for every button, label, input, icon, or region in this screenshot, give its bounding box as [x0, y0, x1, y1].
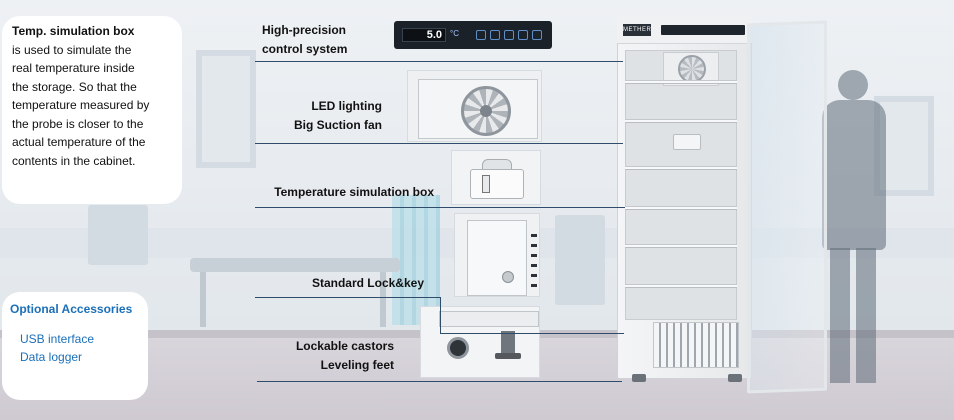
background-bed-leg [380, 272, 386, 327]
accessory-item: Data logger [20, 350, 83, 364]
brand-logo: METHER [623, 24, 651, 36]
refrigerator-chamber [625, 50, 737, 320]
leader-line [255, 61, 623, 62]
doctor-silhouette-head [838, 70, 868, 100]
refrigerator-shelf [625, 119, 737, 123]
accessory-item: USB interface [20, 332, 95, 346]
leveling-foot-icon [501, 331, 515, 355]
card-body-line: the probe is closer to the [12, 116, 144, 131]
refrigerator-shelf [625, 206, 737, 210]
fan-photo [407, 70, 542, 142]
hinge-slots [531, 234, 537, 294]
feature-label-lock: Standard Lock&key [311, 276, 424, 290]
card-body-line: is used to simulate the [12, 42, 132, 57]
doctor-silhouette-leg [830, 248, 850, 383]
card-title: Temp. simulation box [12, 24, 135, 38]
feature-label-fan: LED lighting Big Suction fan [294, 99, 382, 132]
probe-slot [482, 175, 490, 193]
refrigerator-shelf [625, 166, 737, 170]
temperature-simulation-box-small [673, 134, 701, 150]
background-cabinet [555, 215, 605, 305]
control-panel-display: 5.0 °C [394, 21, 552, 49]
alarm-icon [476, 30, 486, 40]
feature-label-simulation-box: Temperature simulation box [274, 185, 434, 199]
leveling-foot [632, 374, 646, 382]
leader-line [255, 207, 625, 208]
down-arrow-icon [518, 30, 528, 40]
card-body-line: contents in the cabinet. [12, 153, 136, 168]
light-icon [532, 30, 542, 40]
cabinet-base [439, 311, 539, 327]
temperature-readout: 5.0 [402, 28, 446, 42]
feature-label-castors: Lockable castors Leveling feet [295, 339, 394, 372]
pharmacy-refrigerator: METHER [617, 16, 752, 379]
leader-line [440, 333, 624, 334]
leveling-foot-base [495, 353, 521, 359]
background-poster-anatomy [196, 50, 256, 168]
doctor-silhouette-leg [856, 248, 876, 383]
castor-photo [420, 306, 540, 378]
cabinet-side [467, 220, 527, 296]
castor-wheel-icon [447, 337, 469, 359]
temp-simulation-info-card: Temp. simulation box is used to simulate… [2, 16, 182, 204]
card-body-line: temperature measured by [12, 98, 150, 112]
simulation-box-photo [451, 150, 541, 205]
lock-photo [454, 213, 540, 297]
refrigerator-top-panel: METHER [617, 16, 752, 44]
refrigerator-shelf [625, 244, 737, 248]
card-body-line: actual temperature of the [12, 135, 146, 149]
lock-icon [502, 271, 514, 283]
refrigerator-shelf [625, 80, 737, 84]
card-body-line: the storage. So that the [12, 79, 137, 94]
background-machine [88, 205, 148, 265]
up-arrow-icon [504, 30, 514, 40]
fan-icon [461, 86, 511, 136]
refrigerator-shelf [625, 284, 737, 288]
leader-line [255, 297, 440, 298]
fan-hub [480, 105, 492, 117]
background-curtain [392, 195, 440, 325]
fan-housing [418, 79, 538, 139]
background-bed-leg [200, 272, 206, 327]
settings-icon [490, 30, 500, 40]
optional-accessories-card: Optional Accessories USB interface Data … [2, 292, 148, 400]
accessories-title: Optional Accessories [10, 302, 133, 316]
refrigerator-display [661, 25, 745, 35]
doctor-silhouette-body [822, 100, 886, 250]
refrigerator-vent-grille [653, 322, 739, 368]
simulation-box [470, 169, 524, 199]
card-body-line: real temperature inside [12, 61, 135, 75]
leader-line [440, 297, 441, 333]
feature-label-control-system: High-precision control system [262, 23, 348, 56]
leader-line [255, 143, 623, 144]
background-bed [190, 258, 400, 272]
fan-icon [678, 55, 706, 83]
leveling-foot [728, 374, 742, 382]
leader-line [257, 381, 622, 382]
temperature-unit: °C [450, 29, 459, 38]
glass-door [747, 20, 827, 394]
